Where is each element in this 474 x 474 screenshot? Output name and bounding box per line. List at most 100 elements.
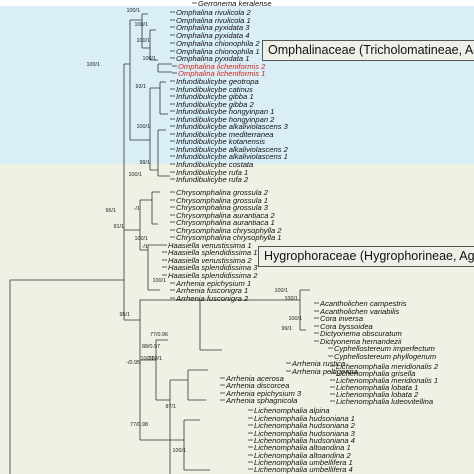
tip-label: Infundibulicybe rufa 2 bbox=[176, 175, 249, 184]
tip-label: Cora byssoidea bbox=[320, 322, 373, 331]
tip-label: Infundibulicybe gibba 1 bbox=[176, 92, 254, 101]
tip-label: Arrhenia discorcea bbox=[225, 381, 289, 390]
support-value: -/0.95 bbox=[126, 360, 140, 366]
tip-label: Infundibulicybe geotropa bbox=[176, 77, 259, 86]
tip-label: Arrhenia acerosa bbox=[225, 374, 284, 383]
tip-label: Cyphellostereum imperfectum bbox=[334, 344, 435, 353]
tip-label: Omphalina rivulicola 2 bbox=[176, 8, 251, 17]
hygrophoraceae-label: Hygrophoraceae (Hygrophorineae, Agarical… bbox=[258, 246, 474, 267]
tip-label: Infundibulicybe kotanensis bbox=[176, 137, 265, 146]
tip-label: Omphalina chionophila 2 bbox=[176, 39, 260, 48]
tip-label: Omphalina rivulicola 1 bbox=[176, 16, 251, 25]
tip-label: Chrysomphalina grossula 1 bbox=[176, 196, 268, 205]
tip-label: Infundibulicybe alkaliviolascens 3 bbox=[176, 122, 289, 131]
tip-label: Chrysomphalina chrysophylla 1 bbox=[176, 233, 282, 242]
support-value: 100/1 bbox=[129, 172, 143, 178]
support-value: 87/1 bbox=[166, 404, 177, 410]
tip-label: Lichenomphalia altoandina 1 bbox=[254, 443, 351, 452]
tip-label: Lichenomphalia lobata 1 bbox=[336, 383, 418, 392]
tip-label: Haasiella splendidissima 3 bbox=[168, 263, 258, 272]
tip-label: Infundibulicybe catinus bbox=[176, 85, 253, 94]
support-value: 91/1 bbox=[114, 224, 125, 230]
omphalinaceae-label: Omphalinaceae (Tricholomatineae, Agarica… bbox=[262, 40, 474, 61]
support-value: 96/1 bbox=[106, 208, 117, 214]
tip-label: Arrhenia peltigerina bbox=[291, 367, 358, 376]
support-value: 95/1 bbox=[120, 312, 131, 318]
support-value: 99/1 bbox=[282, 326, 293, 332]
tip-label: Acantholichen variabilis bbox=[319, 307, 400, 316]
tip-label: Lichenomphalia hudsoniana 3 bbox=[254, 429, 356, 438]
support-value: -/1 bbox=[134, 206, 140, 212]
omphalinaceae-band bbox=[0, 6, 474, 164]
support-value: 100/1 bbox=[173, 448, 187, 454]
hygrophoraceae-band bbox=[0, 164, 474, 474]
support-value: 100/1 bbox=[135, 236, 149, 242]
tip-label: Arrhenia fusconigra 2 bbox=[175, 294, 249, 303]
tip-label: Lichenomphalia meridionalis 2 bbox=[336, 362, 439, 371]
support-value: 100/1 bbox=[289, 316, 303, 322]
tip-label: Infundibulicybe alkaliviolascens 1 bbox=[176, 152, 288, 161]
tip-label: Arrhenia rustica bbox=[291, 359, 345, 368]
tip-label: Haasiella splendidissima 1 bbox=[168, 248, 257, 257]
support-value: 100/1 bbox=[149, 356, 163, 362]
support-value: 100/1 bbox=[135, 22, 149, 28]
support-value: 100/1 bbox=[141, 356, 155, 362]
support-value: 100/1 bbox=[137, 124, 151, 130]
tip-label: Haasiella venustissima 1 bbox=[168, 241, 252, 250]
tip-label: Acantholichen campestris bbox=[319, 299, 407, 308]
tip-label: Chrysomphalina grossula 3 bbox=[176, 203, 269, 212]
support-value: 93/1 bbox=[136, 84, 147, 90]
support-value: 100/1 bbox=[275, 288, 289, 294]
tip-label: Chrysomphalina grossula 2 bbox=[176, 188, 269, 197]
tip-label: Arrhenia fusconigra 1 bbox=[175, 286, 248, 295]
tip-label: Lichenomphalia grisella bbox=[336, 369, 415, 378]
tip-label: Omphalina pyxidata 1 bbox=[176, 54, 249, 63]
tip-label: Gerronema keralense bbox=[198, 0, 271, 8]
tip-label: Chrysomphalina aurantiaca 1 bbox=[176, 218, 275, 227]
tip-label: Infundibulicybe gibba 2 bbox=[176, 100, 254, 109]
tip-label: Omphalina pyxidata 4 bbox=[176, 31, 249, 40]
tip-label: Cora inversa bbox=[320, 314, 363, 323]
tip-label: Infundibulicybe mediterranea bbox=[176, 130, 274, 139]
tip-label: Haasiella splendidissima 2 bbox=[168, 271, 258, 280]
tip-label: Omphalina licheniformis 2 bbox=[178, 62, 266, 71]
tip-label: Chrysomphalina chrysophylla 2 bbox=[176, 226, 282, 235]
tip-label: Haasiella venustissima 2 bbox=[168, 256, 252, 265]
support-value: 100/1 bbox=[137, 38, 151, 44]
support-value: 100/1 bbox=[143, 56, 157, 62]
support-values: 100/1100/1100/1100/1100/193/1100/199/110… bbox=[87, 8, 303, 454]
tip-label: Lichenomphalia meridionalis 1 bbox=[336, 376, 438, 385]
support-value: 88/0.97 bbox=[142, 344, 160, 350]
tip-label: Lichenomphalia hudsoniana 1 bbox=[254, 414, 355, 423]
support-value: 100/1 bbox=[153, 278, 167, 284]
tip-label: Lichenomphalia umbellifera 1 bbox=[254, 458, 353, 467]
tip-label: Arrhenia epichysium 3 bbox=[225, 389, 302, 398]
support-value: 77/0.96 bbox=[150, 332, 168, 338]
tree-branches bbox=[9, 2, 335, 474]
tip-label: Omphalina licheniformis 1 bbox=[178, 69, 265, 78]
support-value: 77/0.98 bbox=[130, 422, 148, 428]
tip-label: Omphalina pyxidata 3 bbox=[176, 23, 250, 32]
tip-label: Lichenomphalia alpina bbox=[254, 406, 330, 415]
tip-label: Infundibulicybe hongyinpan 1 bbox=[176, 107, 274, 116]
tip-label: Lichenomphalia altoandina 2 bbox=[254, 451, 351, 460]
tip-label: Dictyonema obscuratum bbox=[320, 329, 402, 338]
support-value: -/1 bbox=[142, 244, 148, 250]
support-value: 99/1 bbox=[140, 160, 151, 166]
tip-label: Lichenomphalia hudsoniana 4 bbox=[254, 436, 355, 445]
tip-label: Dictyonema hernandezii bbox=[320, 337, 402, 346]
support-value: 100/1 bbox=[285, 296, 299, 302]
tip-label: Lichenomphalia umbellifera 4 bbox=[254, 465, 353, 474]
tip-label: Arrhenia sphagnicola bbox=[225, 396, 297, 405]
tip-label: Chrysomphalina aurantiaca 2 bbox=[176, 211, 276, 220]
support-value: 100/1 bbox=[127, 8, 141, 14]
tip-label: Infundibulicybe hongyinpan 2 bbox=[176, 115, 275, 124]
tip-label: Lichenomphalia lobata 2 bbox=[336, 390, 419, 399]
tip-label: Arrhenia epichysium 1 bbox=[175, 279, 251, 288]
tip-label: Cyphellostereum phyllogenum bbox=[334, 352, 436, 361]
tip-label: Omphalina chionophila 1 bbox=[176, 47, 260, 56]
tip-label: Lichenomphalia luteovitellina bbox=[336, 397, 433, 406]
